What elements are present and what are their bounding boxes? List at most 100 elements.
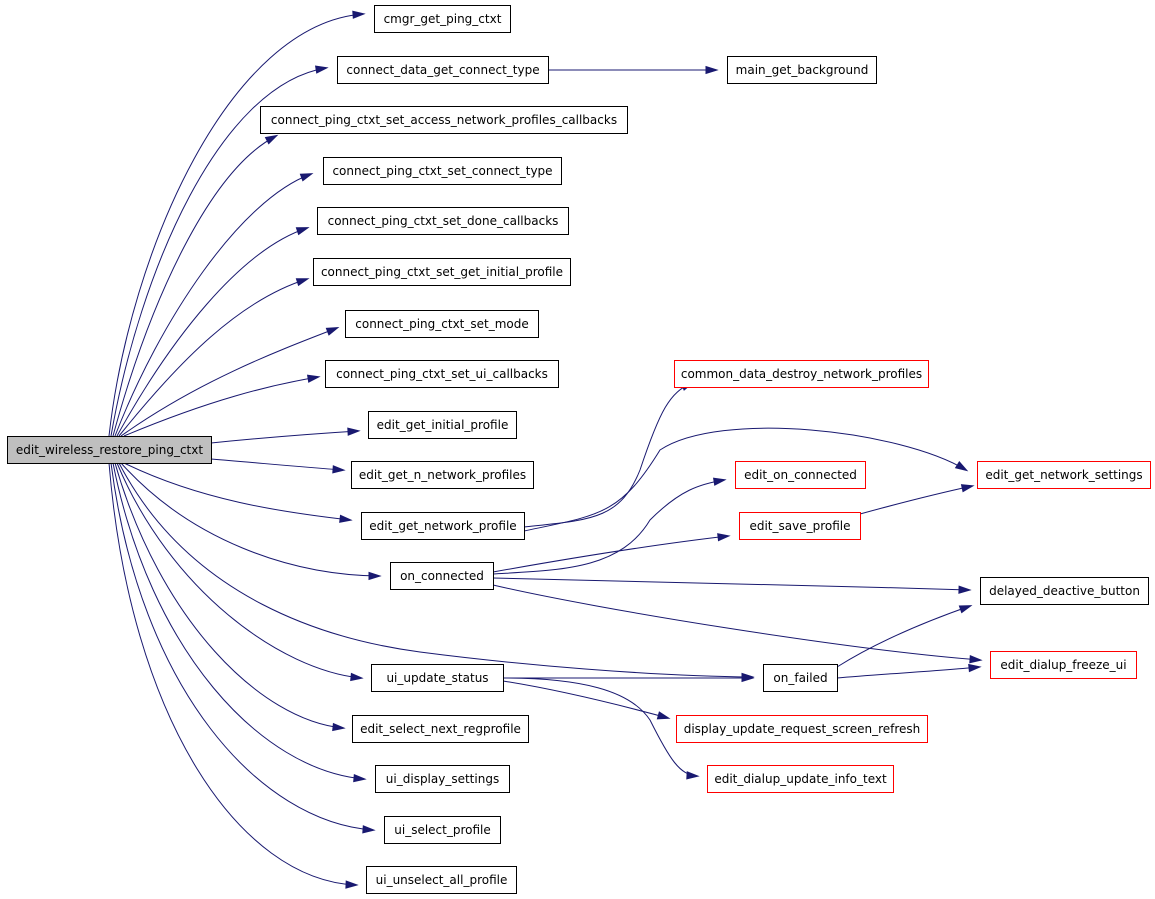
node-label: ui_select_profile xyxy=(394,823,491,837)
edge-cdgct-to-mgb xyxy=(548,65,719,75)
arrowhead-icon xyxy=(705,65,719,75)
node-cpcgip[interactable]: connect_ping_ctxt_set_get_initial_profil… xyxy=(313,258,571,286)
edge-root-to-egip xyxy=(210,427,361,444)
node-label: connect_ping_ctxt_set_connect_type xyxy=(332,164,552,178)
edge-line xyxy=(110,462,374,831)
node-cpcanp[interactable]: connect_ping_ctxt_set_access_network_pro… xyxy=(260,106,628,134)
node-uuap[interactable]: ui_unselect_all_profile xyxy=(366,866,517,894)
node-box[interactable] xyxy=(763,664,838,692)
arrowhead-icon xyxy=(686,771,700,780)
arrowhead-icon xyxy=(712,477,727,486)
node-box[interactable] xyxy=(374,5,511,33)
edge-esp-to-egnns xyxy=(859,484,975,515)
edge-line xyxy=(118,278,308,437)
arrowhead-icon xyxy=(332,722,346,732)
node-box[interactable] xyxy=(361,512,525,540)
node-box[interactable] xyxy=(325,360,559,388)
node-label: display_update_request_screen_refresh xyxy=(684,722,921,736)
node-box[interactable] xyxy=(337,56,549,84)
edge-root-to-cpcdc xyxy=(116,227,310,437)
node-box[interactable] xyxy=(345,310,539,338)
node-box[interactable] xyxy=(7,436,212,464)
node-box[interactable] xyxy=(352,715,529,743)
edge-root-to-uus xyxy=(116,462,364,682)
node-ddb[interactable]: delayed_deactive_button xyxy=(980,577,1149,605)
node-usp[interactable]: ui_select_profile xyxy=(384,816,501,844)
arrowhead-icon xyxy=(958,585,972,594)
edge-line xyxy=(523,427,967,532)
node-box[interactable] xyxy=(384,816,501,844)
edge-onf-to-edfu xyxy=(836,663,982,679)
node-uus[interactable]: ui_update_status xyxy=(371,664,504,692)
arrowhead-icon xyxy=(717,533,731,542)
node-box[interactable] xyxy=(990,651,1137,679)
node-box[interactable] xyxy=(313,258,571,286)
node-mgb[interactable]: main_get_background xyxy=(727,56,877,84)
node-box[interactable] xyxy=(676,715,928,743)
arrowhead-icon xyxy=(314,65,329,74)
edge-line xyxy=(120,327,338,437)
node-uds[interactable]: ui_display_settings xyxy=(375,765,510,793)
node-box[interactable] xyxy=(980,577,1149,605)
edge-root-to-cdgct xyxy=(110,65,329,437)
node-box[interactable] xyxy=(390,562,494,590)
node-cmgr[interactable]: cmgr_get_ping_ctxt xyxy=(374,5,511,33)
node-box[interactable] xyxy=(674,360,929,388)
node-egip[interactable]: edit_get_initial_profile xyxy=(368,411,517,439)
edge-line xyxy=(110,67,327,437)
edge-line xyxy=(114,173,312,437)
node-box[interactable] xyxy=(317,207,569,235)
node-cpcdc[interactable]: connect_ping_ctxt_set_done_callbacks xyxy=(317,207,569,235)
node-box[interactable] xyxy=(351,461,534,489)
node-esnr[interactable]: edit_select_next_regprofile xyxy=(352,715,529,743)
node-box[interactable] xyxy=(323,157,562,185)
node-edfu[interactable]: edit_dialup_freeze_ui xyxy=(990,651,1137,679)
node-box[interactable] xyxy=(739,512,861,540)
arrowhead-icon xyxy=(350,672,364,682)
node-box[interactable] xyxy=(260,106,628,134)
node-box[interactable] xyxy=(371,664,504,692)
arrowhead-icon xyxy=(741,673,755,683)
node-box[interactable] xyxy=(375,765,510,793)
edge-line xyxy=(492,535,729,573)
arrowhead-icon xyxy=(954,460,969,472)
node-cdgct[interactable]: connect_data_get_connect_type xyxy=(337,56,549,84)
node-durs[interactable]: display_update_request_screen_refresh xyxy=(676,715,928,743)
edge-line xyxy=(502,680,669,719)
node-box[interactable] xyxy=(977,461,1151,489)
arrowhead-icon xyxy=(299,173,314,182)
node-cpcm[interactable]: connect_ping_ctxt_set_mode xyxy=(345,310,539,338)
edge-line xyxy=(836,666,980,679)
node-label: connect_ping_ctxt_set_mode xyxy=(355,317,529,331)
node-egnp[interactable]: edit_get_network_profile xyxy=(361,512,525,540)
node-label: delayed_deactive_button xyxy=(989,584,1140,598)
node-root[interactable]: edit_wireless_restore_ping_ctxt xyxy=(7,436,212,464)
node-esp[interactable]: edit_save_profile xyxy=(739,512,861,540)
node-box[interactable] xyxy=(735,461,866,489)
node-egnns[interactable]: edit_get_network_settings xyxy=(977,461,1151,489)
node-eduit[interactable]: edit_dialup_update_info_text xyxy=(707,765,894,793)
node-cpcct[interactable]: connect_ping_ctxt_set_connect_type xyxy=(323,157,562,185)
node-cddnp[interactable]: common_data_destroy_network_profiles xyxy=(674,360,929,388)
edge-root-to-egnp xyxy=(123,462,353,523)
node-box[interactable] xyxy=(368,411,517,439)
node-label: on_failed xyxy=(773,671,827,685)
node-layer: edit_wireless_restore_ping_ctxt cmgr_get_… xyxy=(7,5,1151,894)
edge-line xyxy=(108,462,357,886)
edge-line xyxy=(492,479,725,575)
node-eoc[interactable]: edit_on_connected xyxy=(735,461,866,489)
edge-layer xyxy=(108,10,983,889)
edge-egnp-to-egnns xyxy=(523,427,969,532)
edge-root-to-onc xyxy=(120,462,382,581)
edge-root-to-esnr xyxy=(114,462,346,732)
node-label: edit_get_network_profile xyxy=(369,519,516,533)
node-box[interactable] xyxy=(366,866,517,894)
node-onf[interactable]: on_failed xyxy=(763,664,838,692)
node-onc[interactable]: on_connected xyxy=(390,562,494,590)
node-box[interactable] xyxy=(707,765,894,793)
node-label: edit_save_profile xyxy=(749,519,850,533)
node-box[interactable] xyxy=(727,56,877,84)
node-label: edit_on_connected xyxy=(744,468,857,482)
node-egnnp[interactable]: edit_get_n_network_profiles xyxy=(351,461,534,489)
node-cpcui[interactable]: connect_ping_ctxt_set_ui_callbacks xyxy=(325,360,559,388)
